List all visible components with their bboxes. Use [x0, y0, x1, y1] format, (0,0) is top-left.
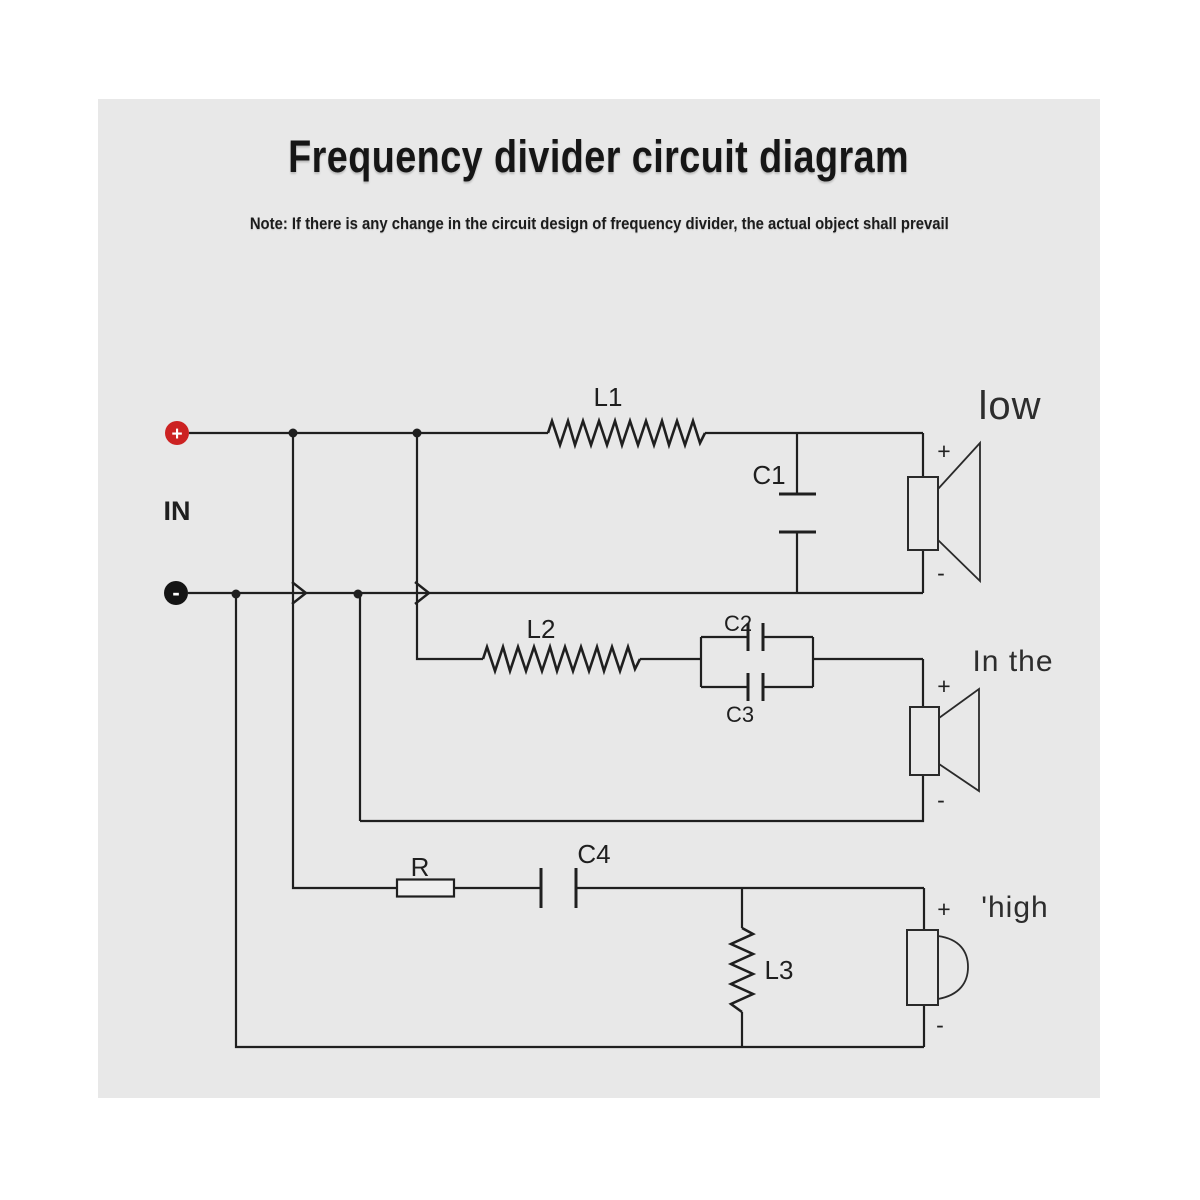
high-speaker: + - 'high	[906, 891, 1048, 1038]
capacitor-c3	[746, 673, 765, 701]
mid-feed-wire	[415, 433, 483, 661]
high-speaker-label: 'high	[981, 891, 1048, 924]
wire-hop-chevron	[291, 581, 308, 605]
capacitor-c2	[746, 623, 765, 651]
wire-hop-chevron	[414, 581, 431, 605]
mid-speaker-cone	[938, 687, 980, 793]
page-title: Frequency divider circuit diagram	[98, 131, 1100, 183]
low-speaker-label: low	[978, 384, 1041, 428]
mid-speaker-minus: -	[937, 787, 945, 813]
capacitor-c2-label: C2	[724, 611, 752, 636]
mid-return-wire	[358, 594, 925, 823]
capacitor-c4	[539, 868, 578, 908]
diagram-panel	[98, 99, 1100, 1098]
high-return-wire	[234, 594, 926, 1049]
low-speaker-body	[907, 476, 939, 551]
minus-terminal-icon	[164, 581, 188, 605]
block-to-speaker-wire	[813, 657, 925, 707]
mid-speaker-plus: +	[937, 673, 950, 699]
inductor-l2	[481, 642, 642, 676]
minus-terminal-glyph: -	[172, 580, 179, 605]
resistor-r	[395, 878, 456, 898]
low-pass-section: L1 C1 + - low	[546, 382, 1041, 594]
inductor-l3	[727, 926, 757, 1014]
l1-to-speaker-wire	[705, 431, 925, 477]
mid-pass-section: L2 C2 C3 + - In the	[358, 433, 1053, 823]
low-speaker: + - low	[907, 384, 1041, 586]
high-speaker-body	[906, 929, 939, 1006]
page-note-text: Note: If there is any change in the circ…	[249, 215, 949, 233]
resistor-r-label: R	[411, 852, 430, 882]
c4-to-speaker-wire	[576, 886, 926, 930]
inductor-l2-label: L2	[527, 614, 556, 644]
mid-speaker: + - In the	[909, 645, 1053, 813]
low-speaker-plus: +	[937, 438, 950, 464]
mid-speaker-label: In the	[972, 645, 1053, 678]
capacitor-c1	[779, 492, 816, 534]
junction-dot	[353, 589, 363, 599]
mid-speaker-body	[909, 706, 940, 776]
high-speaker-dome	[937, 935, 969, 1000]
low-speaker-minus: -	[937, 560, 945, 586]
input-label: IN	[164, 496, 191, 526]
high-feed-wire	[291, 433, 397, 890]
page-note: Note: If there is any change in the circ…	[98, 215, 1100, 234]
input-section: + - IN	[164, 421, 923, 605]
c2-c3-block-frame	[699, 635, 815, 689]
inductor-l3-label: L3	[765, 955, 794, 985]
high-pass-section: R C4 L3 + - 'high	[234, 433, 1048, 1049]
capacitor-c3-label: C3	[726, 702, 754, 727]
high-speaker-minus: -	[936, 1012, 944, 1038]
capacitor-c4-label: C4	[577, 839, 610, 869]
inductor-l1	[546, 416, 707, 450]
inductor-l1-label: L1	[594, 382, 623, 412]
low-speaker-cone	[937, 440, 981, 584]
capacitor-c1-label: C1	[752, 460, 785, 490]
plus-terminal-glyph: +	[171, 424, 182, 445]
plus-terminal-icon	[165, 421, 189, 445]
high-speaker-plus: +	[937, 896, 950, 922]
page-title-text: Frequency divider circuit diagram	[288, 131, 910, 182]
